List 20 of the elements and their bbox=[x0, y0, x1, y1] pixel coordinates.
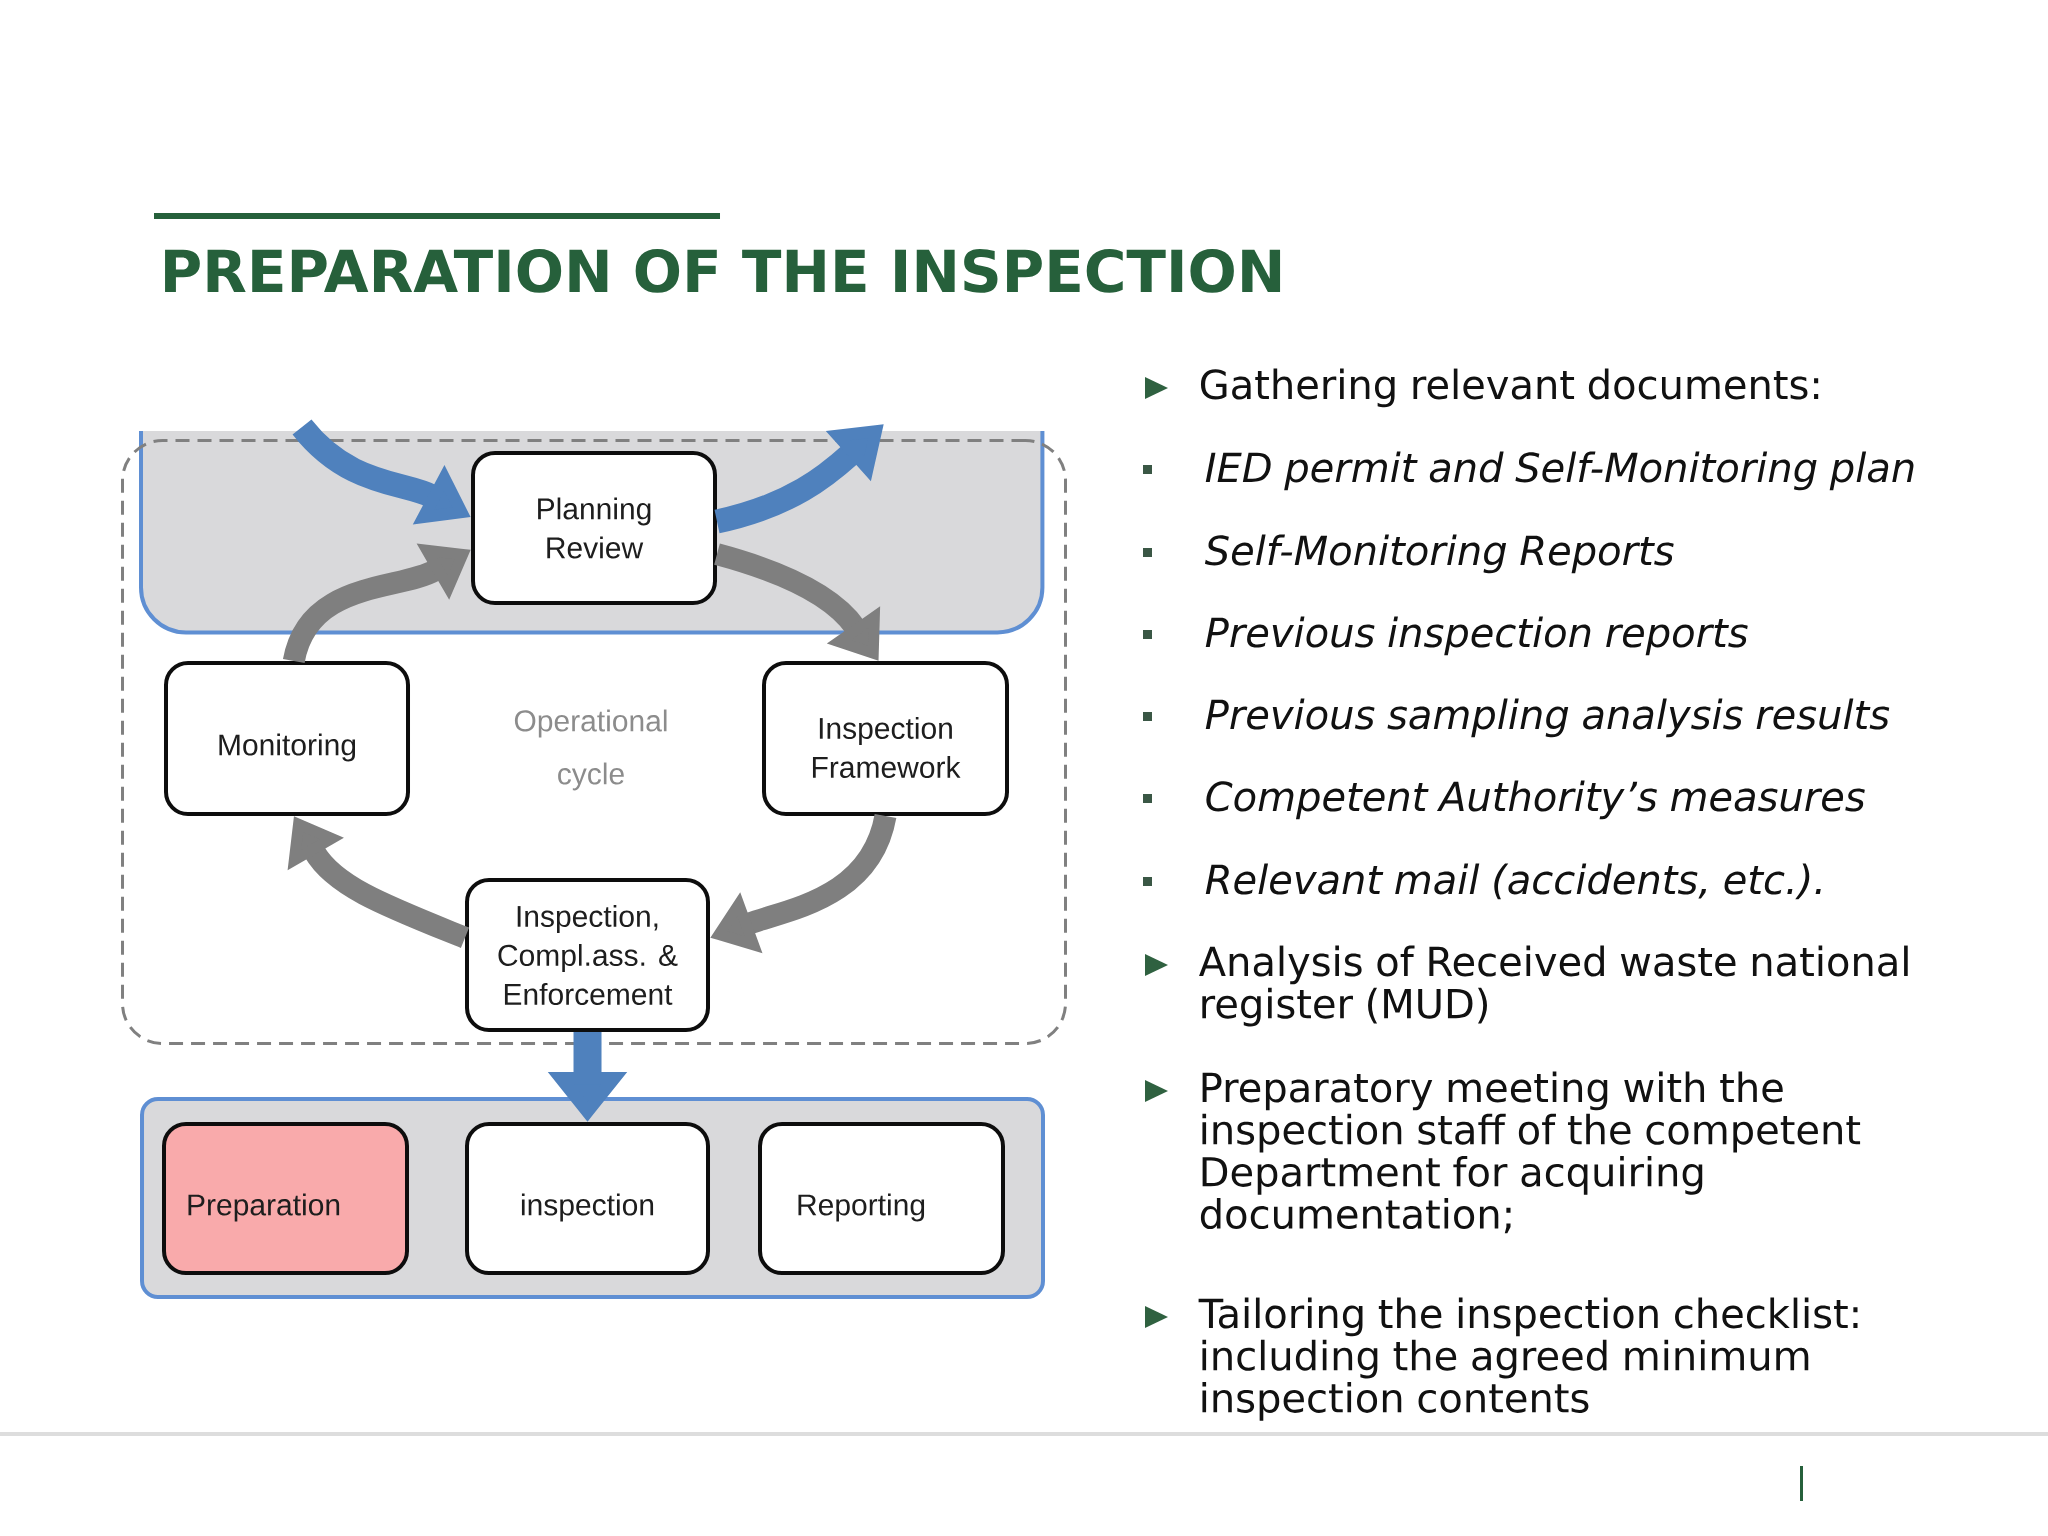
process-box: Planning Review bbox=[471, 451, 717, 605]
slide-title: PREPARATION OF THE INSPECTION bbox=[165, 248, 1281, 293]
process-box: Inspection Framework bbox=[762, 661, 1009, 816]
process-box: Reporting bbox=[758, 1122, 1005, 1275]
process-box: Monitoring bbox=[164, 661, 410, 816]
bullet-item: Tailoring the inspection checklist: including the agreed minimum inspection contents bbox=[1198, 1297, 1858, 1421]
sub-item: Previous sampling analysis results bbox=[1205, 698, 1890, 738]
sub-item: Previous inspection reports bbox=[1205, 616, 1748, 656]
bullet-item: Analysis of Received waste national register (MUD) bbox=[1199, 945, 1908, 1027]
sub-item: Self-Monitoring Reports bbox=[1204, 534, 1674, 574]
process-box: Inspection, Compl.ass. & Enforcement bbox=[465, 878, 710, 1032]
cycle-label: Operational cycle bbox=[514, 709, 667, 791]
sub-item: Competent Authority’s measures bbox=[1206, 780, 1865, 820]
process-box: inspection bbox=[465, 1122, 710, 1275]
dashed-frame bbox=[121, 439, 1067, 1045]
bullet-item: Gathering relevant documents: bbox=[1200, 368, 1819, 408]
sub-item: IED permit and Self-Monitoring plan bbox=[1205, 451, 1914, 491]
sub-item: Relevant mail (accidents, etc.). bbox=[1205, 863, 1821, 900]
process-box: Preparation bbox=[162, 1122, 409, 1275]
bullet-item: Preparatory meeting with the inspection staff of the competent Department for acquiring documentation; bbox=[1200, 1071, 1861, 1234]
